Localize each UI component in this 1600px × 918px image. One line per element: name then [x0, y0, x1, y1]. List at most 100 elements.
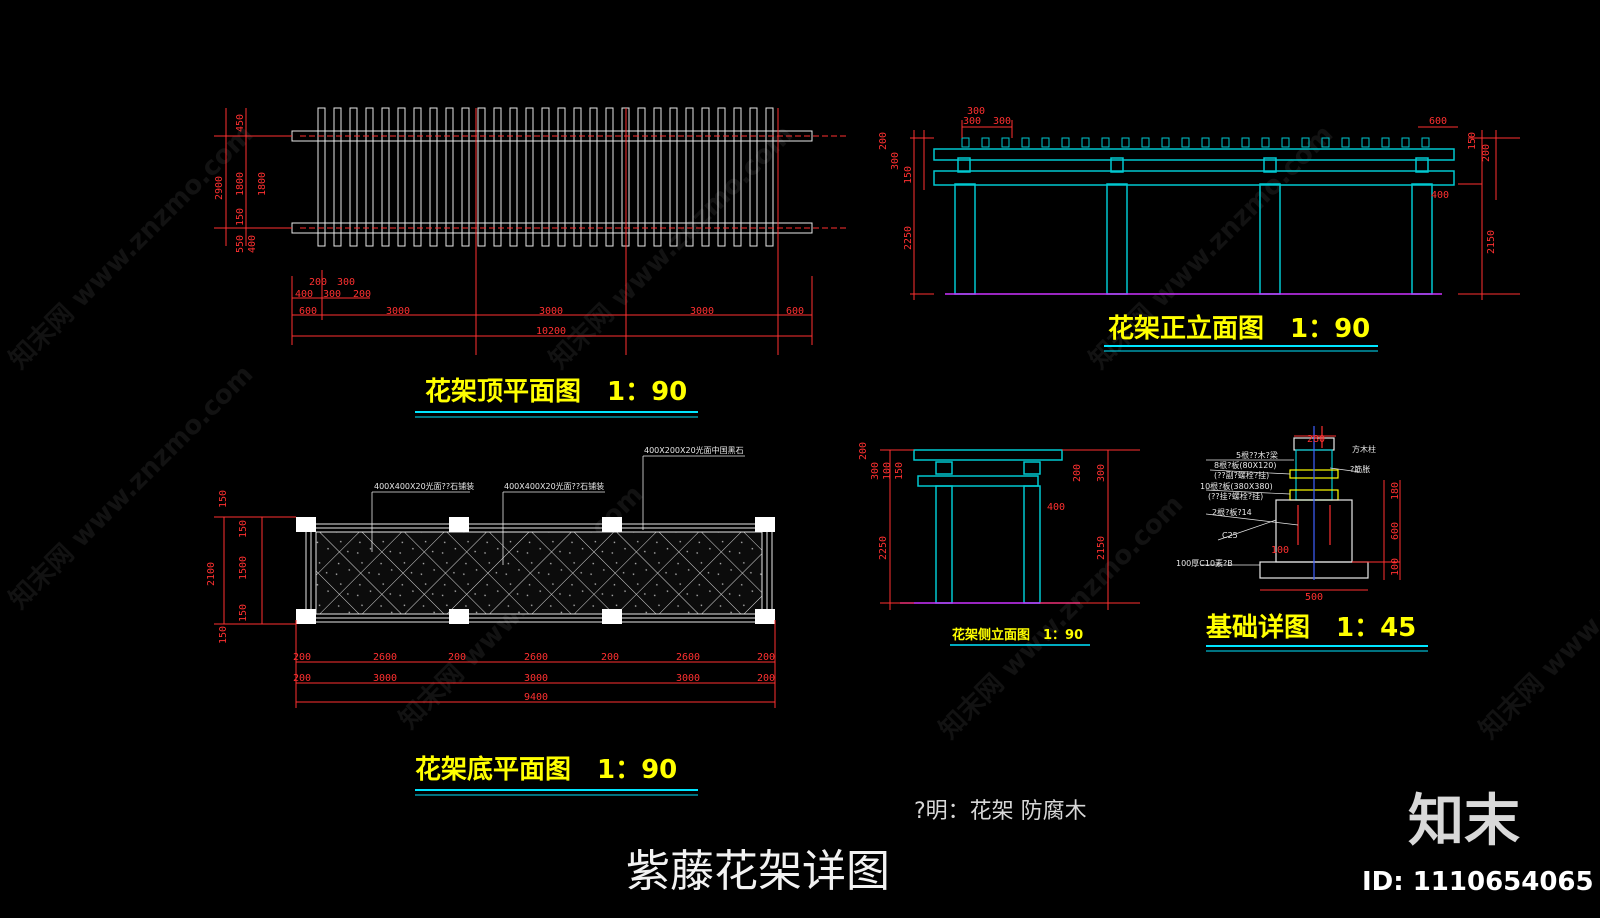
dim-text: 2250 — [878, 536, 889, 560]
material-label: 400X200X20光面中国黑石 — [644, 445, 744, 455]
dim-text: 500 — [1305, 592, 1323, 603]
dim-text: 3000 — [524, 673, 548, 684]
dim-text: 1800 — [235, 172, 246, 196]
bottom-plan-leaders — [371, 455, 745, 565]
foundation-dimensions: 280 500 100 180 600 100 — [1271, 434, 1401, 603]
dim-text: 200 — [353, 289, 371, 300]
dim-text: 2150 — [1486, 230, 1497, 254]
dim-text: 2600 — [373, 652, 397, 663]
material-label: 400X400X20光面??石铺装 — [504, 481, 604, 491]
dim-text: 200 — [1072, 464, 1083, 482]
side-elevation-frame — [913, 449, 1063, 604]
dim-text: 450 — [235, 114, 246, 132]
top-plan-dimensions: 600 3000 3000 3000 600 10200 400 200 300… — [214, 114, 804, 337]
dim-text: 300 — [337, 277, 355, 288]
dim-text: 2900 — [214, 176, 225, 200]
watermark-text: 知末网 www.znzmo.com — [1474, 489, 1600, 744]
foundation-leaders — [1200, 459, 1361, 566]
dim-text: 3000 — [676, 673, 700, 684]
watermark-text: 知末网 www.znzmo.com — [4, 119, 259, 374]
dim-text: 400 — [1047, 502, 1065, 513]
dim-text: 200 — [757, 652, 775, 663]
watermark-text: 知末网 www.znzmo.com — [4, 359, 259, 614]
dim-text: 300 — [870, 462, 881, 480]
dim-text: 300 — [993, 116, 1011, 127]
bottom-plan-title: 花架底平面图 1：90 — [415, 754, 677, 785]
dim-text: 150 — [238, 604, 249, 622]
dim-text: 150 — [235, 208, 246, 226]
dim-text: 200 — [757, 673, 775, 684]
dim-text: 600 — [299, 306, 317, 317]
dim-text: 200 — [858, 442, 869, 460]
material-label: 方木柱 — [1352, 444, 1376, 454]
bottom-plan-dimensions: 200 2600 200 2600 200 2600 200 200 3000 … — [206, 490, 775, 703]
side-elevation-view: 200 300 100 150 2250 200 300 400 2150 花架… — [858, 442, 1140, 646]
dim-text: 300 — [963, 116, 981, 127]
dim-text: 3000 — [373, 673, 397, 684]
bottom-plan-view: 400X400X20光面??石铺装 400X400X20光面??石铺装 400X… — [206, 445, 776, 796]
material-label: (??挂?螺栓?挂) — [1208, 491, 1263, 501]
drawing-title: 紫藤花架详图 — [626, 846, 890, 897]
dim-text: 150 — [218, 626, 229, 644]
front-elevation-dimensions: 300 300 300 600 200 300 150 2250 150 200… — [878, 106, 1497, 254]
dim-text: 3000 — [539, 306, 563, 317]
dim-text: 2150 — [1096, 536, 1107, 560]
front-elevation-title: 花架正立面图 1：90 — [1108, 313, 1370, 344]
foundation-dimension-lines — [1260, 435, 1401, 591]
side-elevation-title: 花架侧立面图 1：90 — [952, 627, 1083, 643]
material-label: 400X400X20光面??石铺装 — [374, 481, 474, 491]
dim-text: 3000 — [386, 306, 410, 317]
dim-text: 600 — [786, 306, 804, 317]
dim-text: 100 — [1390, 558, 1401, 576]
dim-text: 300 — [323, 289, 341, 300]
dim-text: 600 — [1390, 522, 1401, 540]
top-plan-joists — [291, 107, 813, 247]
dim-text: 200 — [1481, 144, 1492, 162]
dim-text: 150 — [903, 166, 914, 184]
side-elevation-dimensions: 200 300 100 150 2250 200 300 400 2150 — [858, 442, 1107, 560]
dim-text: 2100 — [206, 562, 217, 586]
top-plan-title: 花架顶平面图 1：90 — [425, 377, 687, 407]
top-plan-dimension-lines — [214, 108, 846, 355]
foundation-detail-title: 基础详图 1：45 — [1206, 612, 1416, 643]
dim-text: 400 — [1431, 190, 1449, 201]
dim-text: 300 — [1096, 464, 1107, 482]
dim-text: 150 — [218, 490, 229, 508]
paving-pattern — [315, 531, 763, 615]
material-label: 100厚C10素?B — [1176, 558, 1233, 568]
material-label: C25 — [1222, 531, 1238, 540]
front-elevation-view: 300 300 300 600 200 300 150 2250 150 200… — [878, 106, 1520, 352]
top-plan-view: 600 3000 3000 3000 600 10200 400 200 300… — [214, 107, 846, 418]
dim-text: 1800 — [257, 172, 268, 196]
dim-text: 2600 — [524, 652, 548, 663]
dim-text: 3000 — [690, 306, 714, 317]
dim-text: 600 — [1429, 116, 1447, 127]
foundation-labels: 5根??木?梁 8根?板(80X120) (??副?螺栓?挂) 10根?板(38… — [1176, 444, 1376, 568]
dim-text: 9400 — [524, 692, 548, 703]
dim-text: 200 — [601, 652, 619, 663]
dim-text: 550 — [235, 235, 246, 253]
front-elevation-joist-ends — [961, 137, 1430, 148]
dim-text: 10200 — [536, 326, 566, 337]
dim-text: 2600 — [676, 652, 700, 663]
dim-text: 400 — [247, 235, 258, 253]
material-label: 10根?板(380X380) — [1200, 481, 1273, 491]
bottom-plan-dimension-lines — [214, 516, 776, 708]
front-elevation-dimension-lines — [910, 120, 1520, 300]
bottom-plan-labels: 400X400X20光面??石铺装 400X400X20光面??石铺装 400X… — [374, 445, 744, 491]
material-label: ?筋胀 — [1350, 464, 1370, 474]
brand-logo: 知末 — [1408, 789, 1520, 854]
side-elevation-dimension-lines — [880, 449, 1140, 610]
material-label: 5根??木?梁 — [1236, 450, 1278, 460]
dim-text: 200 — [293, 652, 311, 663]
dim-text: 200 — [448, 652, 466, 663]
watermark-text: 知末网 www.znzmo.com — [934, 489, 1189, 744]
dim-text: 200 — [309, 277, 327, 288]
dim-text: 180 — [1390, 482, 1401, 500]
dim-text: 150 — [1467, 132, 1478, 150]
dim-text: 200 — [878, 132, 889, 150]
column-footings — [296, 517, 775, 624]
watermark-text: 知末网 www.znzmo.com — [544, 119, 799, 374]
material-label: 2根?板?14 — [1212, 507, 1252, 517]
